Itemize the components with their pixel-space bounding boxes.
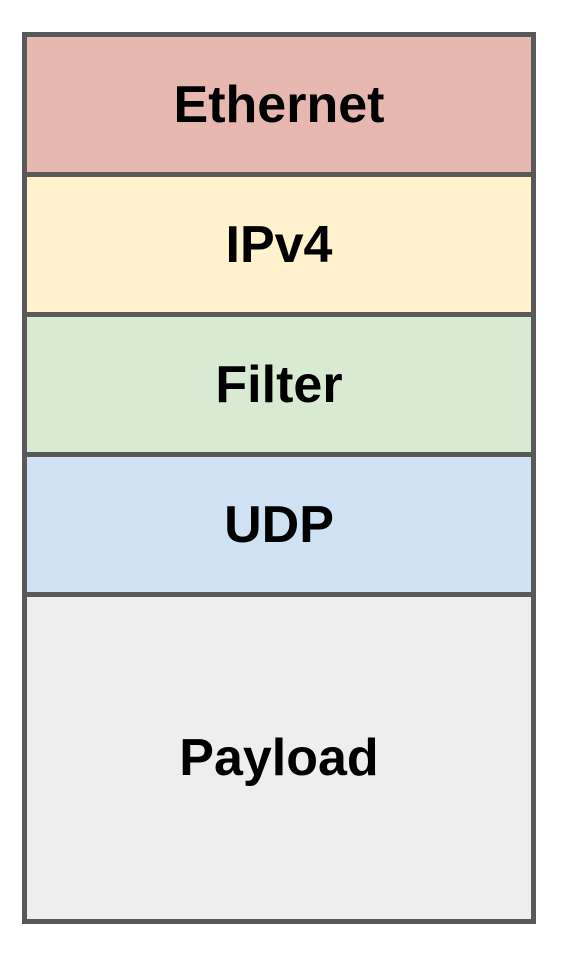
packet-header-stack: Ethernet IPv4 Filter UDP Payload xyxy=(22,32,536,924)
layer-filter-label: Filter xyxy=(215,355,343,414)
layer-filter: Filter xyxy=(27,317,531,457)
layer-ethernet: Ethernet xyxy=(27,37,531,177)
layer-payload: Payload xyxy=(27,597,531,919)
layer-udp: UDP xyxy=(27,457,531,597)
layer-ethernet-label: Ethernet xyxy=(173,75,385,134)
layer-ipv4: IPv4 xyxy=(27,177,531,317)
layer-ipv4-label: IPv4 xyxy=(225,215,333,274)
layer-udp-label: UDP xyxy=(224,495,334,554)
layer-payload-label: Payload xyxy=(179,729,379,787)
